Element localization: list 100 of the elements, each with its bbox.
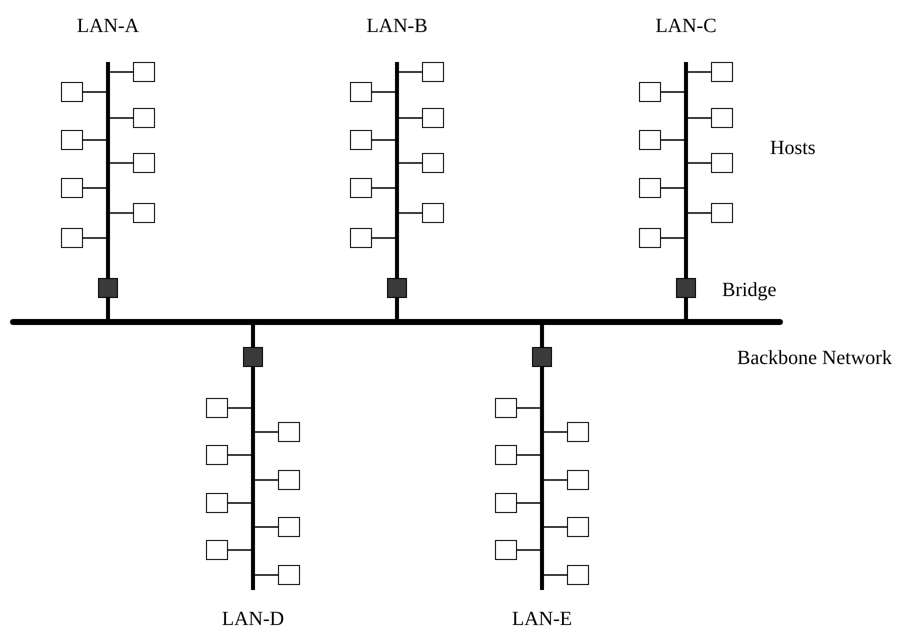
host-box [567, 517, 589, 537]
bus-link [684, 270, 688, 278]
host-link [110, 162, 133, 164]
host-link [688, 212, 711, 214]
host-link [255, 574, 278, 576]
bus-link [251, 325, 255, 347]
lan-label: LAN-E [512, 608, 572, 630]
host-box [567, 470, 589, 490]
lan-label: LAN-B [366, 15, 428, 37]
bus-link [395, 298, 399, 319]
bus-link [106, 270, 110, 278]
host-box [133, 153, 155, 173]
host-box [495, 540, 517, 560]
callout-label: Hosts [770, 137, 816, 159]
host-link [544, 574, 567, 576]
bus-link [540, 325, 544, 347]
host-box [278, 565, 300, 585]
host-link [661, 237, 684, 239]
bridge-box [98, 278, 118, 298]
host-box [711, 62, 733, 82]
host-link [255, 526, 278, 528]
bridge-box [243, 347, 263, 367]
host-box [495, 493, 517, 513]
host-link [110, 71, 133, 73]
host-box [495, 398, 517, 418]
host-box [278, 422, 300, 442]
host-link [661, 91, 684, 93]
host-link [399, 212, 422, 214]
host-link [661, 139, 684, 141]
host-box [422, 108, 444, 128]
host-box [350, 130, 372, 150]
host-link [372, 237, 395, 239]
bus-link [684, 298, 688, 319]
host-link [228, 454, 251, 456]
host-link [83, 237, 106, 239]
host-link [83, 91, 106, 93]
bus-link [540, 367, 544, 375]
host-link [255, 479, 278, 481]
host-box [206, 398, 228, 418]
host-box [206, 540, 228, 560]
host-link [661, 187, 684, 189]
host-box [61, 228, 83, 248]
host-box [711, 203, 733, 223]
host-box [639, 178, 661, 198]
host-box [495, 445, 517, 465]
host-link [399, 162, 422, 164]
host-box [639, 130, 661, 150]
bus-link [395, 270, 399, 278]
host-link [399, 117, 422, 119]
bus-link [106, 298, 110, 319]
host-box [350, 178, 372, 198]
host-link [688, 162, 711, 164]
host-link [372, 187, 395, 189]
lan-label: LAN-D [222, 608, 284, 630]
host-box [567, 422, 589, 442]
host-link [517, 502, 540, 504]
host-link [255, 431, 278, 433]
bridge-box [676, 278, 696, 298]
host-link [83, 187, 106, 189]
host-box [206, 445, 228, 465]
host-box [61, 82, 83, 102]
lan-label: LAN-A [76, 15, 140, 37]
host-box [278, 517, 300, 537]
host-box [567, 565, 589, 585]
host-link [228, 502, 251, 504]
host-box [61, 178, 83, 198]
host-link [517, 454, 540, 456]
bus-link [251, 367, 255, 375]
host-link [517, 407, 540, 409]
host-box [278, 470, 300, 490]
host-link [517, 549, 540, 551]
host-link [110, 117, 133, 119]
host-box [639, 82, 661, 102]
host-link [544, 526, 567, 528]
bridge-box [532, 347, 552, 367]
host-link [372, 139, 395, 141]
backbone-bar [10, 319, 783, 325]
host-box [350, 82, 372, 102]
host-link [544, 479, 567, 481]
lan-label: LAN-C [655, 15, 717, 37]
host-link [399, 71, 422, 73]
host-box [711, 108, 733, 128]
host-box [422, 62, 444, 82]
host-link [372, 91, 395, 93]
callout-label: Backbone Network [737, 347, 892, 369]
host-box [206, 493, 228, 513]
host-link [544, 431, 567, 433]
bridge-box [387, 278, 407, 298]
host-link [228, 549, 251, 551]
callout-label: Bridge [722, 279, 776, 301]
host-box [422, 153, 444, 173]
host-link [83, 139, 106, 141]
host-box [133, 108, 155, 128]
host-box [639, 228, 661, 248]
host-box [422, 203, 444, 223]
host-box [711, 153, 733, 173]
host-box [133, 203, 155, 223]
host-box [350, 228, 372, 248]
host-link [110, 212, 133, 214]
host-box [133, 62, 155, 82]
